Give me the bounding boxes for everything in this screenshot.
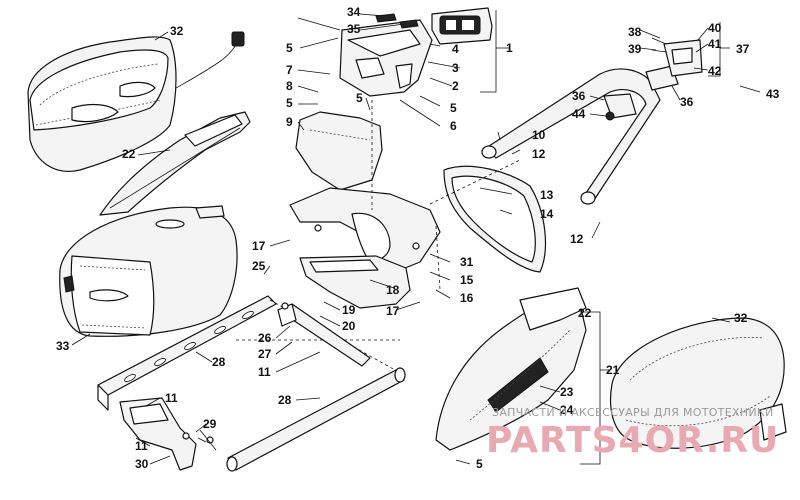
callout-19: 19 xyxy=(342,303,356,317)
leader-lines xyxy=(71,10,761,465)
support-bracket xyxy=(277,302,371,367)
callout-10: 10 xyxy=(532,128,546,142)
callout-5: 5 xyxy=(476,457,483,471)
callout-27: 27 xyxy=(258,347,272,361)
callout-23: 23 xyxy=(560,385,574,399)
fender-upper xyxy=(295,111,383,191)
callout-6: 6 xyxy=(450,119,457,133)
callout-30: 30 xyxy=(135,457,149,471)
saddlebag-left-top xyxy=(27,31,245,172)
callout-43: 43 xyxy=(766,87,780,101)
callout-25: 25 xyxy=(252,259,266,273)
license-light-bracket xyxy=(651,37,703,77)
callout-17: 17 xyxy=(386,304,400,318)
callout-20: 20 xyxy=(342,319,356,333)
callout-37: 37 xyxy=(736,42,750,56)
light-housing xyxy=(339,13,433,97)
callout-12: 12 xyxy=(532,147,546,161)
callout-34: 34 xyxy=(347,5,361,19)
callout-5: 5 xyxy=(286,41,293,55)
mount-rail-upper xyxy=(97,295,277,411)
callout-41: 41 xyxy=(708,37,722,51)
grab-bar xyxy=(481,68,661,205)
callout-11: 11 xyxy=(135,439,148,453)
fender-main xyxy=(289,187,441,271)
watermark-caption: ЗАПЧАСТИ И АКСЕССУАРЫ ДЛЯ МОТОТЕХНИКИ xyxy=(492,406,774,419)
callout-5: 5 xyxy=(286,96,293,110)
callout-8: 8 xyxy=(286,79,293,93)
watermark: ЗАПЧАСТИ И АКСЕССУАРЫ ДЛЯ МОТОТЕХНИКИ PA… xyxy=(486,406,779,461)
callout-3: 3 xyxy=(452,61,459,75)
callout-17: 17 xyxy=(252,239,266,253)
callout-1: 1 xyxy=(506,41,513,55)
callout-28: 28 xyxy=(212,355,226,369)
callout-7: 7 xyxy=(286,63,293,77)
callout-40: 40 xyxy=(708,21,722,35)
callout-29: 29 xyxy=(203,417,217,431)
callout-5: 5 xyxy=(356,91,363,105)
callout-24: 24 xyxy=(560,403,574,417)
callout-21: 21 xyxy=(606,363,620,377)
callout-11: 11 xyxy=(165,391,178,405)
callout-2: 2 xyxy=(452,79,459,93)
callout-44: 44 xyxy=(572,107,586,121)
saddlebag-left-bottom xyxy=(59,205,238,337)
callout-12: 12 xyxy=(570,232,584,246)
saddlebag-right xyxy=(609,317,787,449)
callout-26: 26 xyxy=(258,331,272,345)
callout-32: 32 xyxy=(734,311,748,325)
callout-4: 4 xyxy=(452,42,459,56)
side-cover-right xyxy=(435,287,587,451)
callout-33: 33 xyxy=(56,339,70,353)
callout-9: 9 xyxy=(286,115,293,129)
callout-18: 18 xyxy=(386,283,400,297)
callout-22: 22 xyxy=(122,147,136,161)
callout-5: 5 xyxy=(450,101,457,115)
callout-31: 31 xyxy=(460,255,474,269)
callout-15: 15 xyxy=(460,273,474,287)
callout-35: 35 xyxy=(347,22,361,36)
callout-38: 38 xyxy=(628,25,642,39)
callout-16: 16 xyxy=(460,291,474,305)
mud-flap xyxy=(299,255,411,309)
side-bracket-left xyxy=(99,111,251,216)
plate-bracket xyxy=(603,65,679,121)
callout-36: 36 xyxy=(572,89,586,103)
callout-39: 39 xyxy=(628,42,642,56)
mount-rail-lower xyxy=(226,367,406,472)
callout-14: 14 xyxy=(540,207,554,221)
callout-36: 36 xyxy=(680,95,694,109)
callout-11: 11 xyxy=(258,365,271,379)
callout-32: 32 xyxy=(170,24,184,38)
callout-42: 42 xyxy=(708,64,722,78)
side-panel xyxy=(443,165,547,273)
callout-13: 13 xyxy=(540,188,554,202)
callout-22: 22 xyxy=(578,306,592,320)
callout-numbers: 32 22 33 34 35 5 4 3 2 1 7 8 5 9 5 5 6 1… xyxy=(56,5,780,471)
lower-bracket xyxy=(119,397,217,471)
callout-28: 28 xyxy=(278,393,292,407)
watermark-brand: PARTS4OR.RU xyxy=(486,420,779,461)
